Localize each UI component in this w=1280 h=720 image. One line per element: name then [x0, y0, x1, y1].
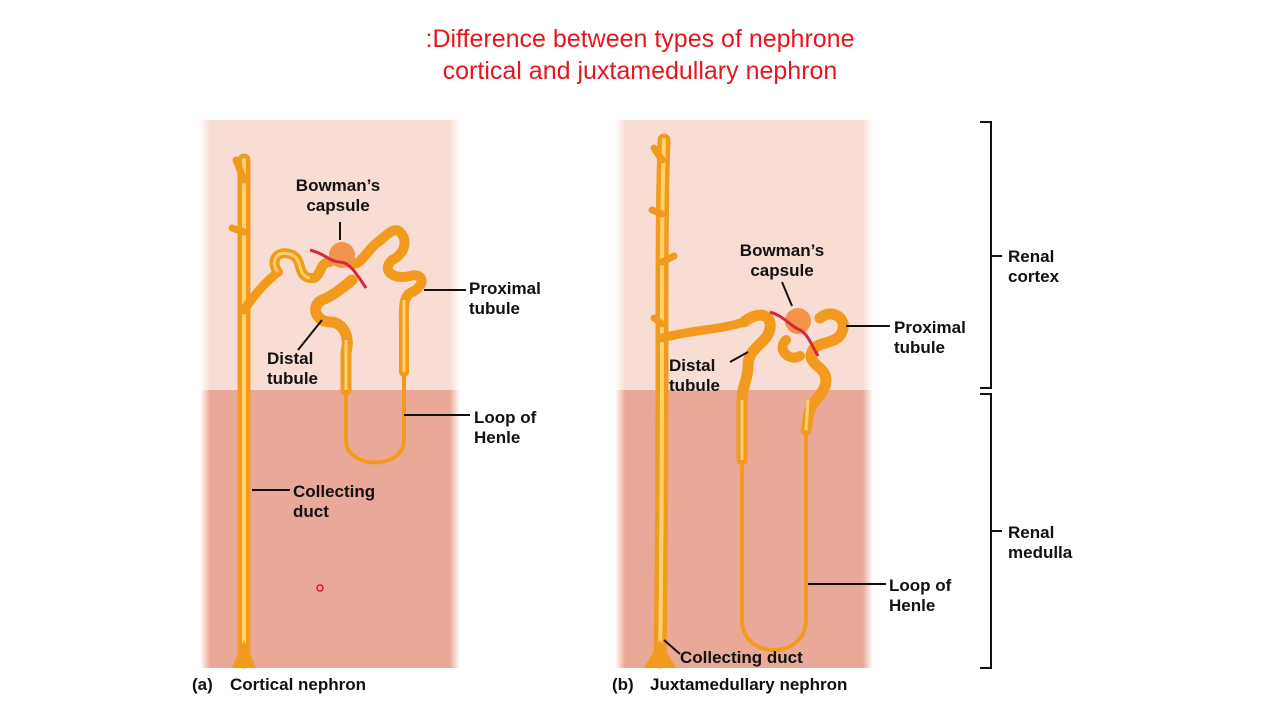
panel-b-collecting-duct: [644, 133, 749, 669]
panel-a-label-loop-line2: Henle: [474, 428, 520, 447]
panel-b-label-distal-line1: Distal: [669, 356, 715, 375]
region-label-medulla-line1: Renal: [1008, 523, 1054, 542]
medulla-bracket: [980, 393, 992, 669]
panel-a-collecting-duct: [228, 153, 283, 669]
panel-b-caption-letter: (b): [612, 675, 634, 694]
panel-b-label-distal-line2: tubule: [669, 376, 720, 395]
panel-a-label-collecting-line2: duct: [293, 502, 329, 521]
panel-a-label-distal-line2: tubule: [267, 369, 318, 388]
panel-a-caption-letter: (a): [192, 675, 213, 694]
panel-a-label-proximal-line2: tubule: [469, 299, 520, 318]
title-line-1: :Difference between types of nephrone: [425, 25, 855, 53]
cursor-marker: [316, 584, 324, 592]
panel-a-label-proximal-line1: Proximal: [469, 279, 541, 298]
region-brackets: Renal cortex Renal medulla: [980, 121, 1073, 669]
panel-b-nephron: [736, 308, 849, 652]
panel-a: Bowman’s capsule Proximal tubule Distal …: [192, 120, 541, 694]
panel-b-label-proximal-line2: tubule: [894, 338, 945, 357]
panel-a-label-bowman-line2: capsule: [306, 196, 369, 215]
region-label-cortex-line1: Renal: [1008, 247, 1054, 266]
panel-b-label-collecting: Collecting duct: [680, 648, 803, 667]
panel-b: Bowman’s capsule Proximal tubule Distal …: [612, 120, 966, 694]
panel-b-label-loop-line2: Henle: [889, 596, 935, 615]
region-label-cortex-line2: cortex: [1008, 267, 1060, 286]
panel-b-label-bowman-line2: capsule: [750, 261, 813, 280]
panel-b-label-loop-line1: Loop of: [889, 576, 952, 595]
panel-a-label-bowman-line1: Bowman’s: [296, 176, 380, 195]
title-line-2: cortical and juxtamedullary nephron: [442, 57, 838, 85]
panel-a-label-distal-line1: Distal: [267, 349, 313, 368]
panel-b-glomerulus: [785, 308, 811, 334]
panel-a-glomerulus: [329, 242, 355, 268]
panel-b-label-proximal-line1: Proximal: [894, 318, 966, 337]
panel-a-label-loop-line1: Loop of: [474, 408, 537, 427]
panel-a-caption: Cortical nephron: [230, 675, 366, 694]
cortex-bracket: [980, 121, 992, 389]
panel-b-label-bowman-line1: Bowman’s: [740, 241, 824, 260]
region-label-medulla-line2: medulla: [1008, 543, 1073, 562]
panel-a-nephron: [269, 225, 427, 465]
panel-a-label-collecting-line1: Collecting: [293, 482, 375, 501]
panel-b-caption: Juxtamedullary nephron: [650, 675, 847, 694]
